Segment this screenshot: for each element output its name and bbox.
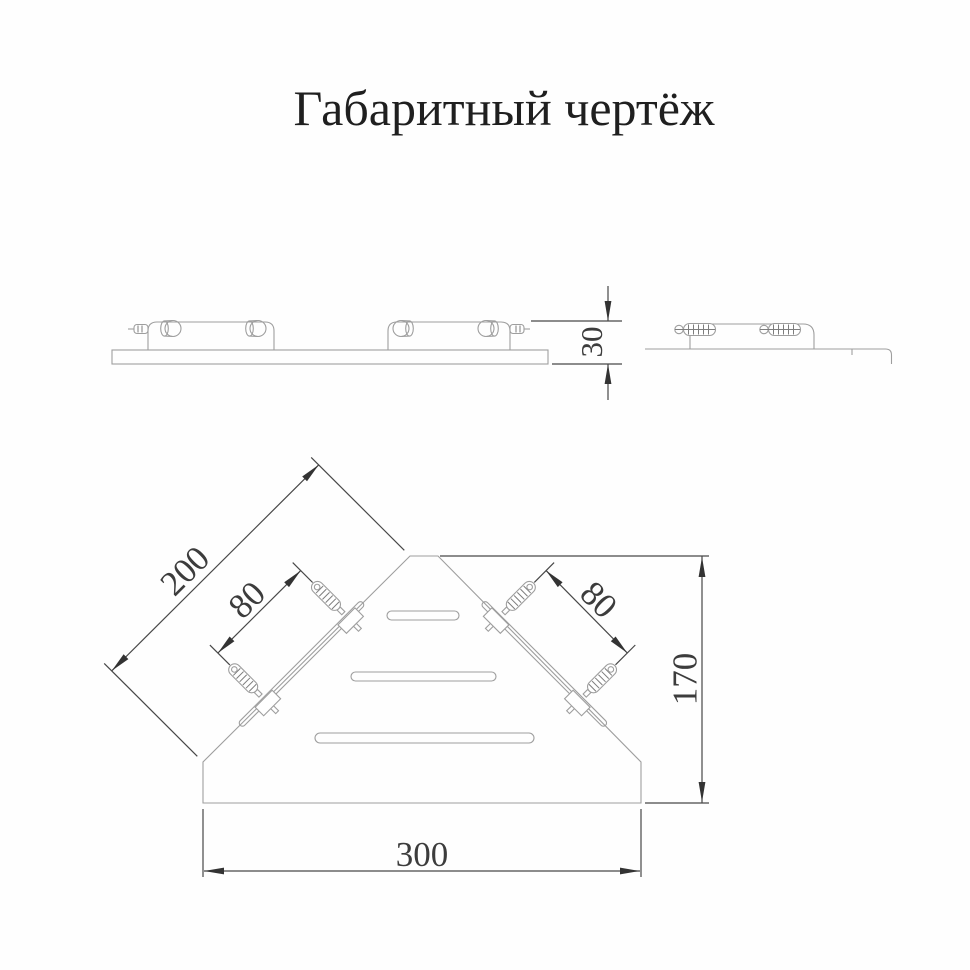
wall-anchor [308, 578, 365, 635]
drain-slot [314, 732, 535, 744]
dim-label-300: 300 [396, 835, 449, 874]
screw-boss [245, 319, 267, 338]
dim-label-200: 200 [153, 539, 218, 604]
dim-label-80-left: 80 [221, 574, 273, 626]
dimension-80-right: 80 [533, 562, 636, 666]
mount-tab [254, 689, 282, 717]
shelf-plate-front [111, 349, 549, 365]
dimension-170: 170 [440, 555, 709, 804]
wall-anchor [225, 660, 282, 718]
top-view [202, 555, 642, 804]
side-view [645, 322, 893, 364]
screw-boss [477, 319, 499, 338]
screw-tip-left [133, 323, 149, 335]
shelf-outline [202, 555, 642, 804]
shelf-plate-side [645, 348, 893, 364]
wall-anchor [563, 660, 620, 718]
drain-slot [386, 610, 460, 621]
page-title: Габаритный чертёж [294, 80, 715, 136]
mount-rail-left [238, 601, 365, 727]
dimension-30: 30 [531, 286, 622, 400]
dimension-80-left: 80 [209, 562, 314, 666]
dimension-300: 300 [202, 809, 642, 877]
mount-tab [337, 607, 365, 635]
front-view [111, 319, 549, 365]
dim-label-80-right: 80 [573, 574, 625, 626]
dim-label-170: 170 [666, 653, 705, 706]
mount-tab [563, 689, 591, 717]
screw-boss [392, 319, 414, 338]
screw-boss [160, 319, 182, 338]
dim-label-30: 30 [574, 327, 609, 358]
drain-slot [350, 671, 497, 682]
mount-tab [482, 607, 510, 635]
screw-tip-right [509, 323, 525, 335]
